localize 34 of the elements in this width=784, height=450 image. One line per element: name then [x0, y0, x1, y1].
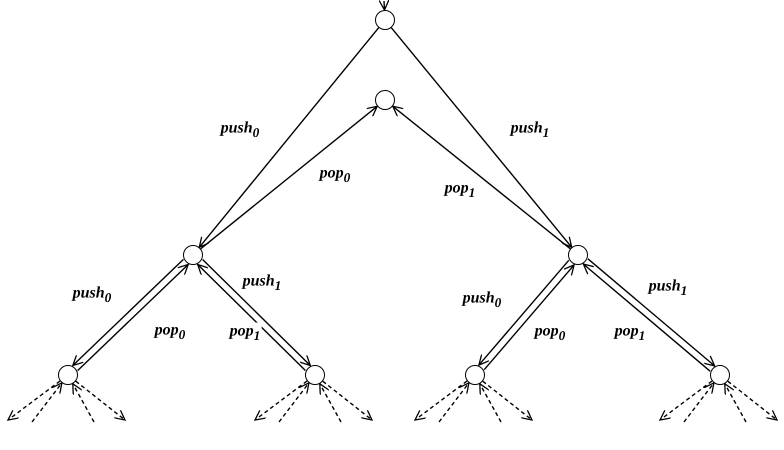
state-circle: [375, 90, 395, 110]
dashed-arrow: [75, 380, 126, 421]
arrow: [378, 0, 390, 11]
dashed-arrow: [482, 380, 533, 421]
state-circle: [183, 245, 203, 265]
state-circle: [465, 365, 485, 385]
arrow: [392, 106, 571, 250]
arrow: [484, 264, 575, 370]
state-circle: [568, 245, 588, 265]
dashed-arrow: [319, 383, 342, 422]
edge-label: push$_{0}$: [462, 290, 502, 310]
dashed-arrow: [322, 380, 373, 421]
dashed-arrow: [727, 380, 778, 421]
arrow: [390, 27, 572, 248]
state-circle: [305, 365, 325, 385]
dashed-arrow: [254, 380, 308, 421]
edge-label: push$_{0}$: [72, 284, 112, 306]
arrow: [198, 27, 380, 248]
dashed-arrow: [31, 382, 63, 422]
arrow: [478, 260, 570, 366]
state-circle: [58, 365, 78, 385]
edge-label: push$_{0}$: [220, 120, 260, 140]
arrow: [200, 106, 378, 250]
dashed-arrow: [479, 383, 502, 422]
dashed-arrow: [438, 382, 470, 422]
dashed-arrow: [7, 380, 60, 421]
state-circle: [710, 365, 730, 385]
dashed-arrow: [278, 382, 310, 422]
state-circle: [375, 10, 395, 30]
dashed-arrow: [414, 380, 468, 421]
dashed-arrow: [724, 383, 747, 422]
dashed-arrow: [659, 380, 712, 421]
dashed-arrow: [683, 382, 715, 422]
dashed-arrow: [72, 383, 95, 422]
